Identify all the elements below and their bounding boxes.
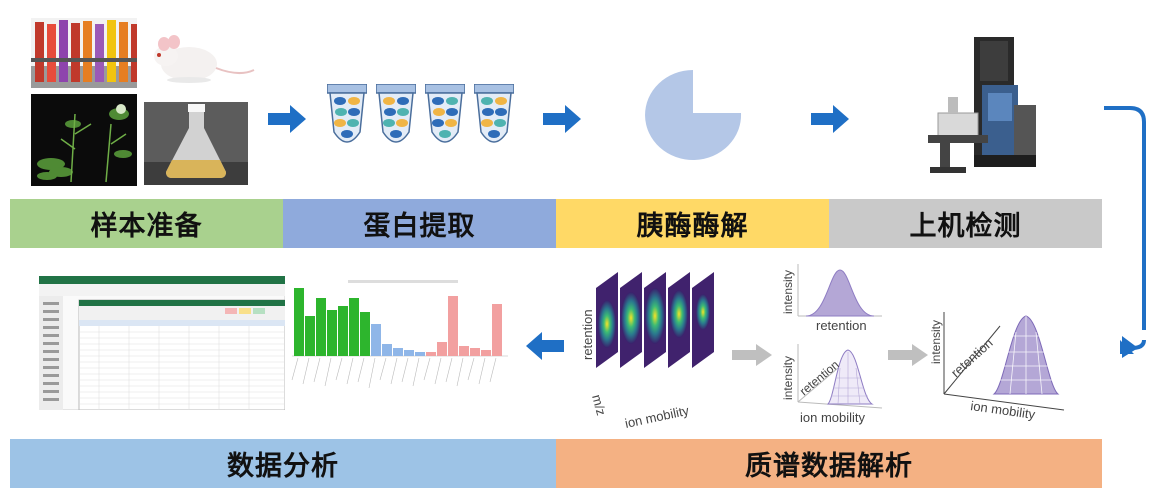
arrow-right-icon — [543, 105, 581, 133]
stage-trypsin-digestion: 胰酶酶解 — [556, 199, 829, 248]
mesh-peak-plot-large: intensity retention ion mobility — [930, 312, 1065, 422]
stage-ms-detection: 上机检测 — [829, 199, 1102, 248]
flask-photo — [144, 102, 248, 185]
stage-ms-data-parsing: 质谱数据解析 — [556, 439, 1102, 488]
stage-data-analysis: 数据分析 — [10, 439, 556, 488]
gray-arrow-right-icon — [888, 344, 928, 366]
mouse-photo — [144, 22, 257, 88]
centrifuge-tube-icon — [327, 84, 367, 143]
peak2-intensity-label: intensity — [781, 356, 795, 400]
gray-arrow-right-icon — [732, 344, 772, 366]
heatmap-ion-mobility-label: ion mobility — [624, 403, 691, 431]
bar-chart-thumbnail — [288, 276, 512, 412]
peak1-retention-label: retention — [816, 318, 867, 333]
sample-tubes-photo — [31, 18, 137, 88]
arrow-return-icon — [1104, 106, 1146, 358]
retention-peak-plot: intensity retention — [781, 264, 882, 333]
stage-protein-extraction: 蛋白提取 — [283, 199, 556, 248]
peak1-intensity-label: intensity — [781, 270, 795, 314]
stage-sample-prep: 样本准备 — [10, 199, 283, 248]
arrow-right-icon — [268, 105, 306, 133]
spreadsheet-thumbnail — [39, 276, 285, 410]
peak3-ion-mobility-label: ion mobility — [970, 398, 1037, 422]
centrifuge-tube-icon — [474, 84, 514, 143]
heatmap-retention-label: retention — [580, 309, 595, 360]
centrifuge-tube-icon — [425, 84, 465, 143]
centrifuge-tube-icon — [376, 84, 416, 143]
ion-mobility-heatmap-stack: retention m/z ion mobility — [580, 272, 714, 431]
arrow-right-icon — [811, 105, 849, 133]
peak2-ion-mobility-label: ion mobility — [800, 410, 866, 425]
mesh-peak-plot-small: intensity retention ion mobility — [781, 344, 883, 425]
plant-photo — [31, 94, 137, 186]
pie-icon — [645, 70, 742, 160]
peak3-retention-label: retention — [948, 335, 996, 380]
peak3-intensity-label: intensity — [930, 320, 943, 364]
heatmap-mz-label: m/z — [589, 393, 609, 417]
arrow-left-icon — [526, 332, 564, 360]
mass-spectrometer-icon — [928, 37, 1036, 173]
